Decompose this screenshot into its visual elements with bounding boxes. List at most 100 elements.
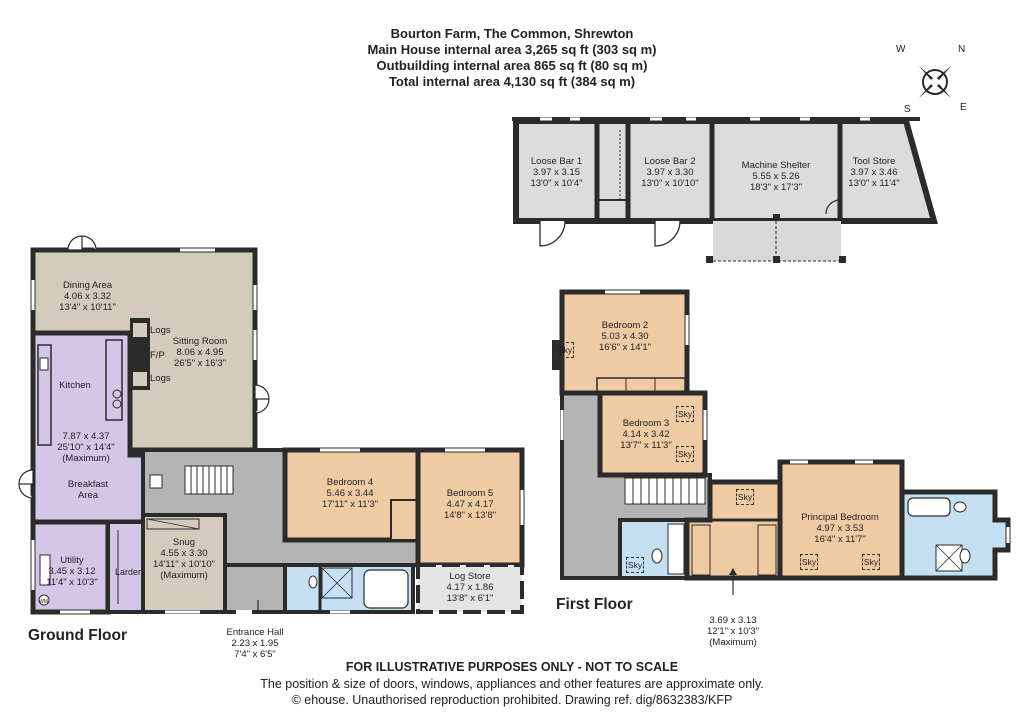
skylight-bathroom: Sky — [626, 557, 644, 573]
label-bedroom-3: Bedroom 3 4.14 x 3.42 13'7" x 11'3" — [606, 418, 686, 451]
label-bedroom-4: Bedroom 4 5.46 x 3.44 17'11" x 11'3" — [300, 477, 400, 510]
label-washing-machine: WM — [39, 599, 48, 605]
compass-e: E — [960, 102, 967, 113]
dressing-note: (Maximum) — [709, 637, 757, 648]
dining-imperial: 13'4" x 10'11" — [59, 302, 116, 313]
label-dining-area: Dining Area 4.06 x 3.32 13'4" x 10'11" — [40, 280, 135, 313]
entrance-name: Entrance Hall — [226, 627, 284, 638]
ground-floor — [18, 235, 525, 615]
ground-floor-label: Ground Floor — [28, 627, 128, 644]
larder — [106, 520, 145, 614]
principal-name: Principal Bedroom — [801, 512, 879, 523]
utility-imperial: 11'4" x 10'3" — [46, 577, 98, 588]
loose-bar-1-imperial: 13'0" x 10'4" — [530, 178, 583, 189]
sitting-imperial: 26'5" x 16'3" — [173, 358, 227, 369]
snug-metric: 4.55 x 3.30 — [160, 548, 208, 559]
label-fireplace: F/P — [150, 350, 165, 361]
snug-name: Snug — [172, 537, 196, 548]
main-house-area: Main House internal area 3,265 sq ft (30… — [367, 42, 657, 57]
outbuilding — [512, 117, 938, 263]
label-principal-bedroom: Principal Bedroom 4.97 x 3.53 16'4" x 11… — [790, 512, 890, 545]
label-entrance-hall: Entrance Hall 2.23 x 1.95 7'4" x 6'5" — [210, 627, 300, 660]
loose-bar-2-imperial: 13'0" x 10'10" — [641, 178, 699, 189]
utility-name: Utility — [60, 555, 84, 566]
outbuilding-area: Outbuilding internal area 865 sq ft (80 … — [376, 58, 648, 73]
bedroom-3-name: Bedroom 3 — [622, 418, 670, 429]
sitting-metric: 8.06 x 4.95 — [176, 347, 224, 358]
entrance-hall — [223, 563, 287, 614]
label-snug: Snug 4.55 x 3.30 14'11" x 10'10" (Maximu… — [143, 537, 225, 581]
bedroom-2-metric: 5.03 x 4.30 — [601, 331, 649, 342]
label-kitchen: Kitchen — [59, 380, 91, 391]
compass-s: S — [904, 104, 911, 115]
loose-bar-1-name: Loose Bar 1 — [530, 156, 583, 167]
skylight-principal-a: Sky — [800, 554, 818, 570]
label-tool-store: Tool Store 3.97 x 3.46 13'0" x 11'4" — [840, 156, 908, 189]
disclaimer-text: The position & size of doors, windows, a… — [260, 677, 764, 691]
dressing-imperial: 12'1" x 10'3" — [706, 626, 760, 637]
label-loose-bar-2: Loose Bar 2 3.97 x 3.30 13'0" x 10'10" — [628, 156, 712, 189]
snug — [141, 513, 227, 614]
bedroom-3-imperial: 13'7" x 11'3" — [620, 440, 672, 451]
bedroom-4-metric: 5.46 x 3.44 — [326, 488, 374, 499]
label-machine-shelter: Machine Shelter 5.55 x 5.26 18'3" x 17'3… — [712, 160, 840, 193]
tool-store-metric: 3.97 x 3.46 — [850, 167, 898, 178]
compass-n: N — [958, 44, 966, 55]
log-store-imperial: 13'8" x 6'1" — [446, 593, 494, 604]
skylight-principal-b: Sky — [862, 554, 880, 570]
disclaimer-title: FOR ILLUSTRATIVE PURPOSES ONLY - NOT TO … — [345, 660, 679, 674]
bedroom-5-name: Bedroom 5 — [446, 488, 494, 499]
loose-bar-1-metric: 3.97 x 3.15 — [532, 167, 580, 178]
label-logs-bottom: Logs — [150, 373, 171, 384]
label-utility: Utility 3.45 x 3.12 11'4" x 10'3" — [36, 555, 108, 588]
loose-bar-2-name: Loose Bar 2 — [644, 156, 696, 167]
dressing-metric: 3.69 x 3.13 — [709, 615, 757, 626]
kitchen-imperial: 25'10" x 14'4" — [57, 442, 115, 453]
skylight-bedroom-3-b: Sky — [676, 446, 694, 462]
label-logs-top: Logs — [150, 325, 171, 336]
skylight-dressing: Sky — [736, 489, 754, 505]
log-store-metric: 4.17 x 1.86 — [446, 582, 494, 593]
bedroom-4-imperial: 17'11" x 11'3" — [322, 499, 378, 510]
label-log-store: Log Store 4.17 x 1.86 13'8" x 6'1" — [420, 571, 520, 604]
utility-metric: 3.45 x 3.12 — [48, 566, 96, 577]
compass-rose — [919, 66, 951, 98]
breakfast-name-1: Breakfast — [67, 479, 109, 490]
label-kitchen-breakfast-dims: 7.87 x 4.37 25'10" x 14'4" (Maximum) — [38, 431, 134, 464]
first-floor — [552, 289, 1011, 595]
principal-imperial: 16'4" x 11'7" — [814, 534, 866, 545]
entrance-imperial: 7'4" x 6'5" — [234, 649, 276, 660]
label-bedroom-5: Bedroom 5 4.47 x 4.17 14'8" x 13'8" — [420, 488, 520, 521]
machine-shelter-apron — [713, 221, 841, 261]
log-store — [416, 563, 524, 614]
bedroom-4-name: Bedroom 4 — [326, 477, 374, 488]
skylight-bedroom-2: Sky — [556, 342, 574, 358]
dining-name: Dining Area — [62, 280, 113, 291]
bedroom-3-metric: 4.14 x 3.42 — [622, 429, 670, 440]
label-loose-bar-1: Loose Bar 1 3.97 x 3.15 13'0" x 10'4" — [516, 156, 597, 189]
tool-store-name: Tool Store — [852, 156, 896, 167]
dining-metric: 4.06 x 3.32 — [63, 291, 111, 302]
bedroom-2-name: Bedroom 2 — [601, 320, 649, 331]
label-dressing-room: 3.69 x 3.13 12'1" x 10'3" (Maximum) — [688, 615, 778, 648]
loose-bar-2-metric: 3.97 x 3.30 — [646, 167, 694, 178]
breakfast-name-2: Area — [77, 490, 99, 501]
bedroom-5-metric: 4.47 x 4.17 — [446, 499, 494, 510]
snug-note: (Maximum) — [160, 570, 208, 581]
label-breakfast-area: Breakfast Area — [40, 479, 136, 501]
bedroom-2-imperial: 16'6" x 14'1" — [598, 342, 652, 353]
machine-shelter-metric: 5.55 x 5.26 — [752, 171, 800, 182]
compass-w: W — [896, 44, 906, 55]
label-larder: Larder — [114, 567, 141, 577]
machine-shelter-imperial: 18'3" x 17'3" — [749, 182, 803, 193]
total-area: Total internal area 4,130 sq ft (384 sq … — [388, 74, 636, 89]
bedroom-5-imperial: 14'8" x 13'8" — [443, 510, 497, 521]
principal-metric: 4.97 x 3.53 — [816, 523, 864, 534]
kitchen-note: (Maximum) — [62, 453, 110, 464]
machine-shelter-name: Machine Shelter — [741, 160, 811, 171]
skylight-bedroom-3-a: Sky — [676, 406, 694, 422]
first-floor-label: First Floor — [556, 596, 633, 613]
label-bedroom-2: Bedroom 2 5.03 x 4.30 16'6" x 14'1" — [580, 320, 670, 353]
property-title: Bourton Farm, The Common, Shrewton — [390, 26, 634, 41]
